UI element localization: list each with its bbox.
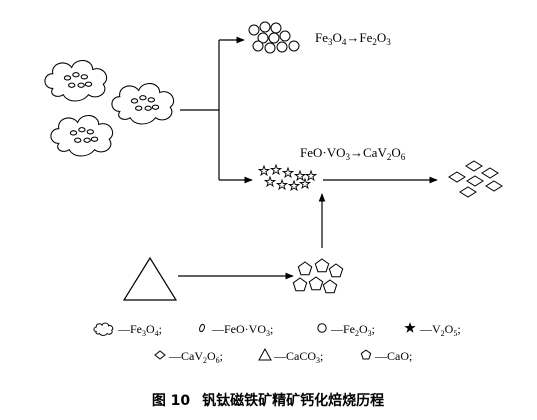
v2o5-star-particles <box>258 164 317 191</box>
fe3o4-cloud-particles <box>44 59 175 157</box>
cav2o6-diamond-particles <box>448 160 503 198</box>
figure-title: 钒钛磁铁矿精矿钙化焙烧历程 <box>202 392 384 409</box>
middle-reaction-label: FeO·VO3→CaV2O6 <box>300 145 406 162</box>
legend-row-2: —CaV2O6; —CaCO3; —CaO; <box>154 347 412 365</box>
legend-row-1: —Fe3O4; —FeO·VO3; —Fe2O3; —V2O5; <box>93 322 461 338</box>
cloud-icon <box>44 59 108 102</box>
diamond-icon <box>154 350 166 360</box>
triangle-icon <box>122 256 178 301</box>
pentagon-icon <box>360 349 372 360</box>
figure-caption: 图 10 钒钛磁铁矿精矿钙化焙烧历程 <box>152 392 384 409</box>
legend-feovo3: —FeO·VO3; <box>211 322 273 338</box>
legend-caco3: —CaCO3; <box>273 349 323 365</box>
triangle-icon <box>258 347 272 361</box>
small-oval-icon <box>199 323 205 333</box>
split-arrows <box>180 36 253 184</box>
legend-cav2o6: —CaV2O6; <box>168 349 223 365</box>
top-reaction-label: Fe3O4→Fe2O3 <box>315 30 391 47</box>
legend-cao: —CaO; <box>374 349 412 363</box>
star-icon <box>404 322 416 333</box>
figure-number: 图 10 <box>152 393 191 409</box>
fe2o3-circle-particles <box>248 21 300 54</box>
legend-v2o5: —V2O5; <box>419 322 461 338</box>
legend-fe3o4: —Fe3O4; <box>117 322 162 338</box>
legend-fe2o3: —Fe2O3; <box>330 322 375 338</box>
cao-pentagon-particles <box>292 258 344 294</box>
cloud-icon <box>93 322 114 336</box>
cloud-icon <box>50 114 114 157</box>
cloud-icon <box>111 82 175 125</box>
circle-icon <box>317 323 327 333</box>
